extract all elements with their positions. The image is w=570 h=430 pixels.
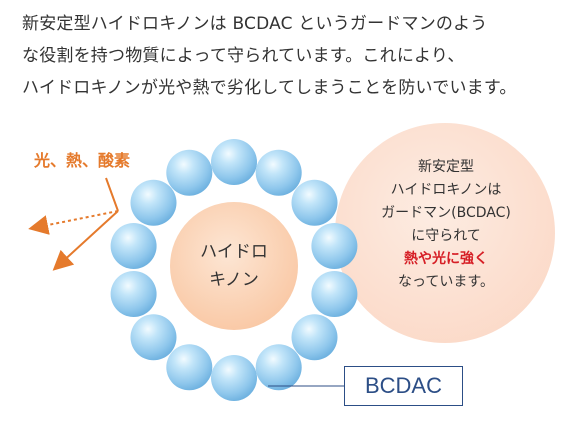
intro-paragraph: 新安定型ハイドロキノンは BCDAC というガードマンのよう な役割を持つ物質に… <box>22 8 552 104</box>
intro-line: な役割を持つ物質によって守られています。これにより、 <box>22 46 465 66</box>
threat-arrow-dotted <box>28 210 119 235</box>
bcdac-guard-sphere <box>130 314 177 361</box>
bcdac-guard-sphere <box>110 223 157 269</box>
info-bubble-text: 新安定型 ハイドロキノンは ガードマン(BCDAC) に守られて 熱や光に強く … <box>354 156 538 294</box>
hydroquinone-core <box>170 202 298 330</box>
info-line: に守られて <box>411 228 481 244</box>
info-line: なっています。 <box>398 274 494 290</box>
bcdac-guard-sphere <box>311 271 358 317</box>
intro-line: 新安定型ハイドロキノンは BCDAC というガードマンのよう <box>22 14 488 34</box>
info-emphasis: 熱や光に強く <box>404 251 488 267</box>
core-label-line: キノン <box>209 270 259 290</box>
bcdac-guard-sphere <box>166 344 213 391</box>
bcdac-guard-sphere <box>166 149 213 196</box>
bcdac-legend-box: BCDAC <box>344 366 463 406</box>
bcdac-guard-sphere <box>110 271 157 317</box>
bcdac-guard-sphere <box>255 344 302 391</box>
threat-arrow-incoming <box>105 177 119 212</box>
core-label: ハイドロ キノン <box>174 206 294 326</box>
bcdac-guard-ring <box>110 139 358 401</box>
info-line: 新安定型 <box>418 159 474 175</box>
bcdac-guard-sphere <box>311 223 358 269</box>
threat-arrow-deflected <box>52 210 119 271</box>
core-label-line: ハイドロ <box>200 242 268 262</box>
bcdac-guard-sphere <box>211 139 257 185</box>
info-line: ハイドロキノンは <box>390 182 502 198</box>
bcdac-guard-sphere <box>130 179 177 226</box>
bcdac-guard-sphere <box>291 179 338 226</box>
info-line: ガードマン(BCDAC) <box>381 205 511 221</box>
bcdac-guard-sphere <box>291 314 338 361</box>
threats-label: 光、熱、酸素 <box>34 151 131 170</box>
info-bubble <box>335 123 555 343</box>
bcdac-guard-sphere <box>255 149 302 196</box>
bcdac-guard-sphere <box>211 355 257 401</box>
threat-arrows <box>28 177 119 271</box>
intro-line: ハイドロキノンが光や熱で劣化してしまうことを防いでいます。 <box>22 78 517 98</box>
